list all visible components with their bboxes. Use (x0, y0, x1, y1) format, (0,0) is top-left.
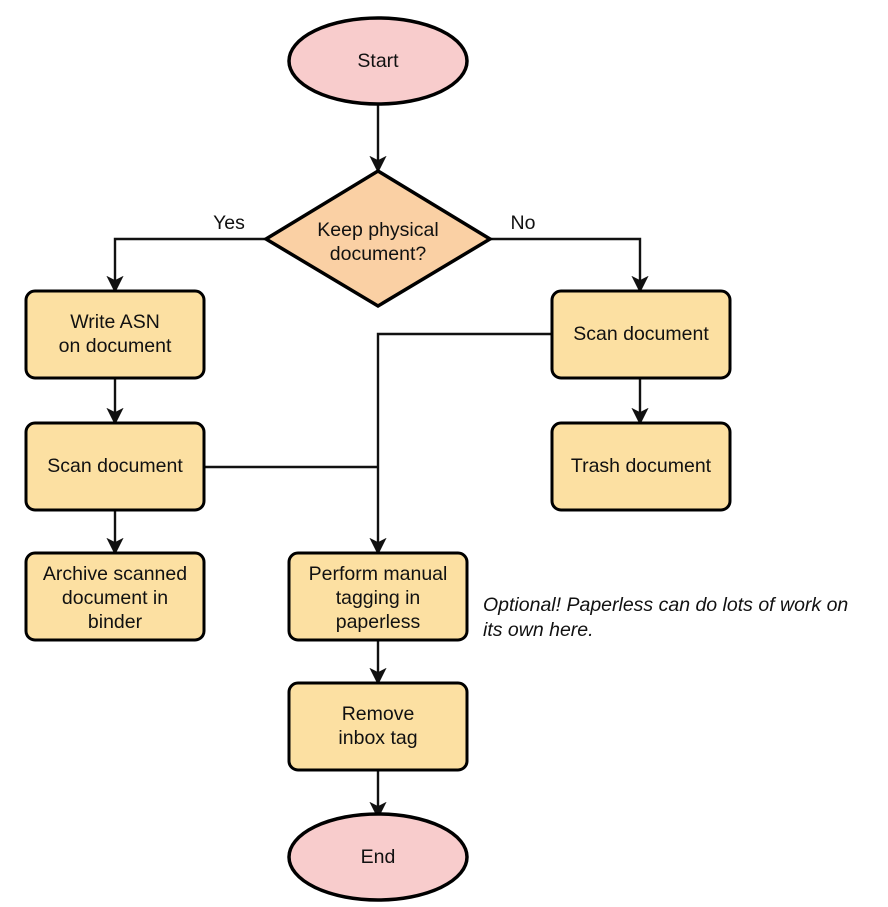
edge-label-no: No (511, 212, 536, 234)
node-decision-keep-physical-document[interactable]: Keep physical document? (262, 168, 494, 309)
scan-document-left-box (24, 421, 206, 512)
node-trash-document[interactable]: Trash document (550, 421, 732, 512)
write-asn-box (24, 289, 206, 380)
note-line1: Optional! Paperless can do lots of work … (483, 594, 848, 616)
connector-decision-no-to-scan-right (490, 237, 649, 294)
node-scan-document-left[interactable]: Scan document (24, 421, 206, 512)
decision-diamond (262, 168, 494, 309)
scan-document-right-label: Scan document (573, 323, 709, 345)
note-line2: its own here. (483, 619, 594, 641)
remove-inbox-label-line1: Remove (342, 703, 415, 725)
edge-label-yes: Yes (213, 212, 245, 234)
node-archive-scanned-document[interactable]: Archive scanned document in binder (24, 551, 206, 642)
write-asn-label-line2: on document (59, 335, 172, 357)
remove-inbox-label-line2: inbox tag (338, 727, 417, 749)
annotation-note: Optional! Paperless can do lots of work … (483, 594, 848, 641)
tagging-box (287, 551, 469, 642)
decision-label-line2: document? (330, 243, 427, 265)
end-ellipse (287, 812, 469, 902)
node-perform-manual-tagging[interactable]: Perform manual tagging in paperless (287, 551, 469, 642)
trash-document-box (550, 421, 732, 512)
start-ellipse (287, 16, 469, 106)
trash-document-label: Trash document (571, 455, 712, 477)
end-label: End (361, 846, 396, 868)
decision-label-line1: Keep physical (317, 219, 438, 241)
start-label: Start (357, 50, 399, 72)
node-write-asn-on-document[interactable]: Write ASN on document (24, 289, 206, 380)
archive-label-line1: Archive scanned (43, 563, 187, 585)
tagging-label-line2: tagging in (336, 587, 421, 609)
node-remove-inbox-tag[interactable]: Remove inbox tag (287, 681, 469, 772)
connector-decision-yes-to-write-asn (106, 237, 265, 294)
connector-scan-right-to-tagging (369, 332, 552, 556)
archive-label-line3: binder (88, 611, 143, 633)
scan-document-right-box (550, 289, 732, 380)
write-asn-label-line1: Write ASN (70, 311, 160, 333)
node-end[interactable]: End (287, 812, 469, 902)
node-scan-document-right[interactable]: Scan document (550, 289, 732, 380)
node-start[interactable]: Start (287, 16, 469, 106)
tagging-label-line3: paperless (336, 611, 421, 633)
archive-box (24, 551, 206, 642)
remove-inbox-box (287, 681, 469, 772)
tagging-label-line1: Perform manual (309, 563, 448, 585)
archive-label-line2: document in (62, 587, 168, 609)
scan-document-left-label: Scan document (47, 455, 183, 477)
